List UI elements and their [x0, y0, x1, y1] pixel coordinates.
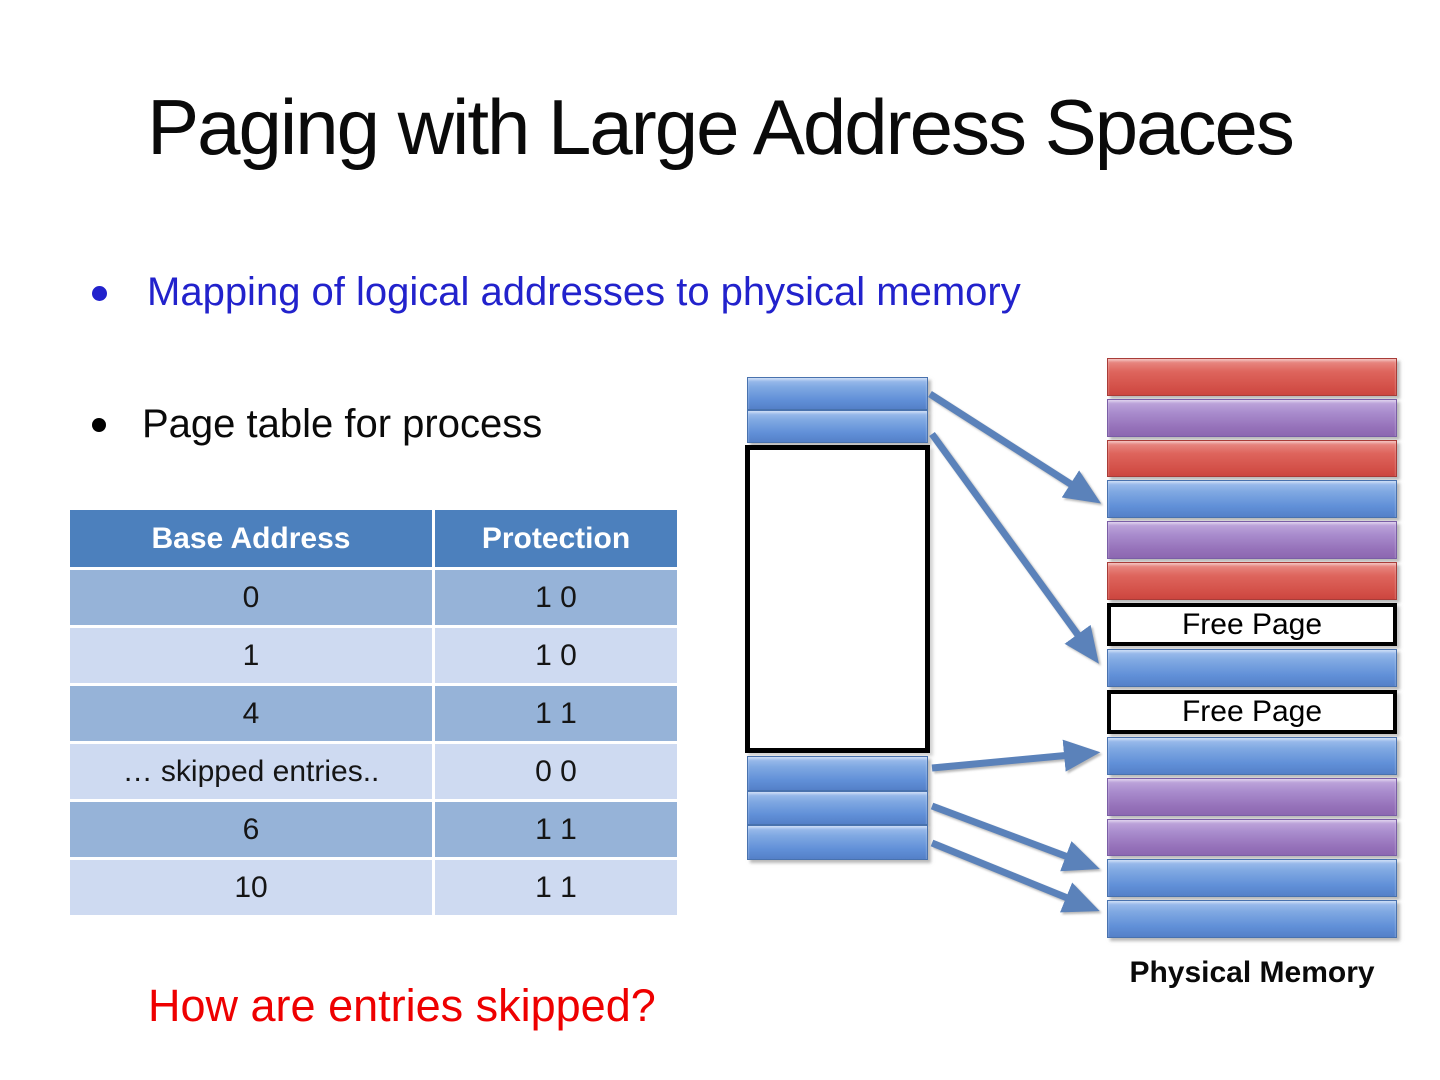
bullet-icon — [92, 418, 106, 432]
logical-pages-top — [747, 377, 928, 443]
logical-page — [747, 825, 928, 861]
table-cell: 1 1 — [432, 857, 677, 915]
memory-page-purple — [1107, 398, 1397, 437]
memory-page-purple — [1107, 521, 1397, 559]
arrow-map-4 — [930, 802, 1100, 872]
logical-page — [747, 377, 928, 410]
physical-memory-label: Physical Memory — [1129, 956, 1375, 989]
table-cell: 1 0 — [432, 570, 677, 625]
table-cell: 6 — [70, 799, 432, 857]
arrow-map-2 — [929, 431, 1099, 664]
memory-page-blue — [1107, 859, 1397, 898]
free-page-slot: Free Page — [1107, 602, 1397, 647]
table-cell: 4 — [70, 683, 432, 741]
table-cell: … skipped entries.. — [70, 741, 432, 799]
table-header-protection: Protection — [432, 510, 677, 570]
bullet-page-table: Page table for process — [92, 402, 542, 447]
table-cell: 0 — [70, 570, 432, 625]
memory-page-purple — [1107, 777, 1397, 816]
table-header-base-address: Base Address — [70, 510, 432, 570]
logical-pages-bottom — [747, 756, 928, 861]
memory-page-blue — [1107, 900, 1397, 938]
table-header-row: Base Address Protection — [70, 510, 677, 570]
memory-page-red — [1107, 561, 1397, 600]
memory-page-red — [1107, 439, 1397, 478]
logical-page — [747, 756, 928, 791]
bullet-page-table-text: Page table for process — [142, 402, 543, 446]
table-cell: 1 1 — [432, 683, 677, 741]
table-cell: 1 0 — [432, 625, 677, 683]
arrow-map-3 — [931, 739, 1101, 772]
table-row: … skipped entries..0 0 — [70, 741, 677, 799]
bullet-mapping-text: Mapping of logical addresses to physical… — [147, 270, 1021, 314]
logical-unmapped-region — [745, 445, 930, 753]
memory-page-blue — [1107, 737, 1397, 775]
free-page-slot: Free Page — [1107, 690, 1397, 735]
memory-page-blue — [1107, 480, 1397, 519]
table-cell: 1 1 — [432, 799, 677, 857]
question-text: How are entries skipped? — [148, 980, 656, 1031]
arrow-map-5 — [930, 839, 1100, 913]
memory-page-purple — [1107, 818, 1397, 857]
bullet-mapping: Mapping of logical addresses to physical… — [92, 270, 1021, 315]
logical-page — [747, 410, 928, 443]
arrow-map-1 — [928, 391, 1102, 504]
table-cell: 10 — [70, 857, 432, 915]
page-title: Paging with Large Address Spaces — [147, 83, 1295, 171]
logical-page — [747, 790, 928, 826]
memory-page-red — [1107, 358, 1397, 396]
table-cell: 0 0 — [432, 741, 677, 799]
table-cell: 1 — [70, 625, 432, 683]
memory-page-blue — [1107, 649, 1397, 688]
bullet-icon — [92, 286, 107, 301]
